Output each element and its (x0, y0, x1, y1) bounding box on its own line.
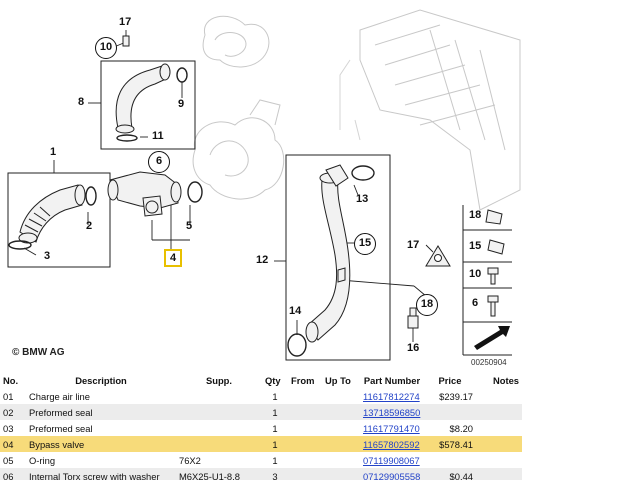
cell-notes (476, 420, 522, 436)
cell-notes (476, 388, 522, 404)
parts-diagram: 17 10 9 8 11 1 6 2 5 3 4 12 13 15 17 18 … (7, 9, 521, 367)
cell-no: 02 (0, 404, 26, 420)
header-upto: Up To (325, 374, 351, 386)
header-description: Description (75, 374, 127, 386)
cell-upto (322, 388, 360, 404)
cell-supp: 76X2 (179, 454, 201, 466)
cell-qty: 1 (272, 422, 278, 434)
table-row[interactable]: 02 Preformed seal 1 13718596850 (0, 404, 522, 420)
callout-13[interactable]: 13 (356, 193, 369, 205)
bmw-copyright: © BMW AG (12, 347, 65, 358)
cell-price (424, 404, 476, 420)
cell-description: Preformed seal (26, 404, 176, 420)
cell-no: 06 (0, 468, 26, 480)
cell-no: 05 (3, 454, 14, 466)
table-header-row: No. Description Supp. Qty From Up To Par… (0, 372, 522, 388)
cell-qty: 1 (272, 390, 278, 402)
callout-3[interactable]: 3 (44, 250, 51, 262)
cell-upto (322, 468, 360, 480)
part-number-link[interactable]: 07129905558 (363, 470, 421, 480)
cell-description: Preformed seal (29, 422, 93, 434)
header-price: Price (438, 374, 462, 386)
cell-notes (476, 468, 522, 480)
header-supp: Supp. (205, 374, 233, 386)
exploded-view-drawing (7, 9, 521, 361)
cell-supp (176, 388, 262, 404)
cell-upto (322, 436, 360, 452)
cell-supp (176, 420, 262, 436)
callout-7[interactable]: 8 (78, 96, 85, 108)
header-notes: Notes (492, 374, 519, 386)
callout-16[interactable]: 16 (407, 342, 420, 354)
figure-number: 00250904 (471, 358, 507, 367)
callout-8[interactable]: 9 (178, 98, 185, 110)
callout-17[interactable]: 17 (407, 239, 420, 251)
legend-6[interactable]: 6 (472, 297, 479, 309)
part-number-link[interactable]: 11617791470 (363, 422, 420, 434)
table-row[interactable]: 03 Preformed seal 1 11617791470 $8.20 (0, 420, 522, 436)
cell-from (288, 420, 322, 436)
cell-supp (176, 404, 262, 420)
cell-qty: 1 (262, 404, 288, 420)
callout-18[interactable]: 18 (416, 294, 438, 316)
callout-15[interactable]: 15 (354, 233, 376, 255)
cell-from (288, 436, 322, 452)
cell-from (288, 388, 322, 404)
cell-no: 01 (3, 390, 14, 402)
table-row[interactable]: 05 O-ring 76X2 1 07119908067 (0, 452, 522, 468)
header-part-number: Part Number (363, 374, 421, 386)
callout-11[interactable]: 17 (119, 16, 132, 28)
legend-10[interactable]: 10 (469, 268, 482, 280)
cell-qty: 1 (272, 454, 278, 466)
part-number-link[interactable]: 07119908067 (363, 454, 420, 466)
cell-description: Bypass valve (26, 436, 176, 452)
cell-qty: 1 (262, 436, 288, 452)
cell-supp: M6X25-U1-8.8 (176, 468, 262, 480)
callout-10[interactable]: 10 (95, 37, 117, 59)
cell-no: 04 (0, 436, 26, 452)
callout-4-highlighted[interactable]: 4 (164, 249, 182, 267)
cell-notes (476, 452, 522, 468)
table-row[interactable]: 06 Internal Torx screw with washer M6X25… (0, 468, 522, 480)
cell-description: Charge air line (29, 390, 90, 402)
cell-upto (322, 420, 360, 436)
callout-9[interactable]: 11 (152, 130, 164, 142)
header-qty: Qty (265, 374, 281, 386)
cell-price: $0.44 (424, 468, 476, 480)
header-no: No. (3, 374, 19, 386)
table-row-selected[interactable]: 04 Bypass valve 1 11657802592 $578.41 (0, 436, 522, 452)
parts-table: No. Description Supp. Qty From Up To Par… (0, 372, 522, 480)
legend-18[interactable]: 18 (469, 209, 482, 221)
cell-price: $239.17 (439, 390, 473, 402)
cell-no: 03 (3, 422, 14, 434)
cell-price (424, 452, 476, 468)
table-row[interactable]: 01 Charge air line 1 11617812274 $239.17 (0, 388, 522, 404)
part-number-link[interactable]: 11657802592 (363, 438, 420, 450)
part-number-link[interactable]: 13718596850 (363, 406, 421, 418)
legend-15[interactable]: 15 (469, 240, 482, 252)
cell-from (288, 404, 322, 420)
callout-2[interactable]: 2 (86, 220, 93, 232)
cell-price: $578.41 (424, 436, 476, 452)
header-from: From (291, 374, 315, 386)
callout-5[interactable]: 5 (186, 220, 193, 232)
cell-from (288, 452, 322, 468)
cell-notes (476, 436, 522, 452)
callout-1[interactable]: 1 (50, 146, 57, 158)
part-number-link[interactable]: 11617812274 (363, 390, 420, 402)
callout-12[interactable]: 12 (256, 254, 269, 266)
cell-qty: 3 (262, 468, 288, 480)
cell-upto (322, 404, 360, 420)
cell-supp (176, 436, 262, 452)
cell-notes (476, 404, 522, 420)
cell-description: Internal Torx screw with washer (26, 468, 176, 480)
callout-6[interactable]: 6 (148, 151, 170, 173)
cell-price: $8.20 (449, 422, 473, 434)
callout-14[interactable]: 14 (289, 305, 302, 317)
cell-from (288, 468, 322, 480)
cell-description: O-ring (29, 454, 56, 466)
cell-upto (322, 452, 360, 468)
